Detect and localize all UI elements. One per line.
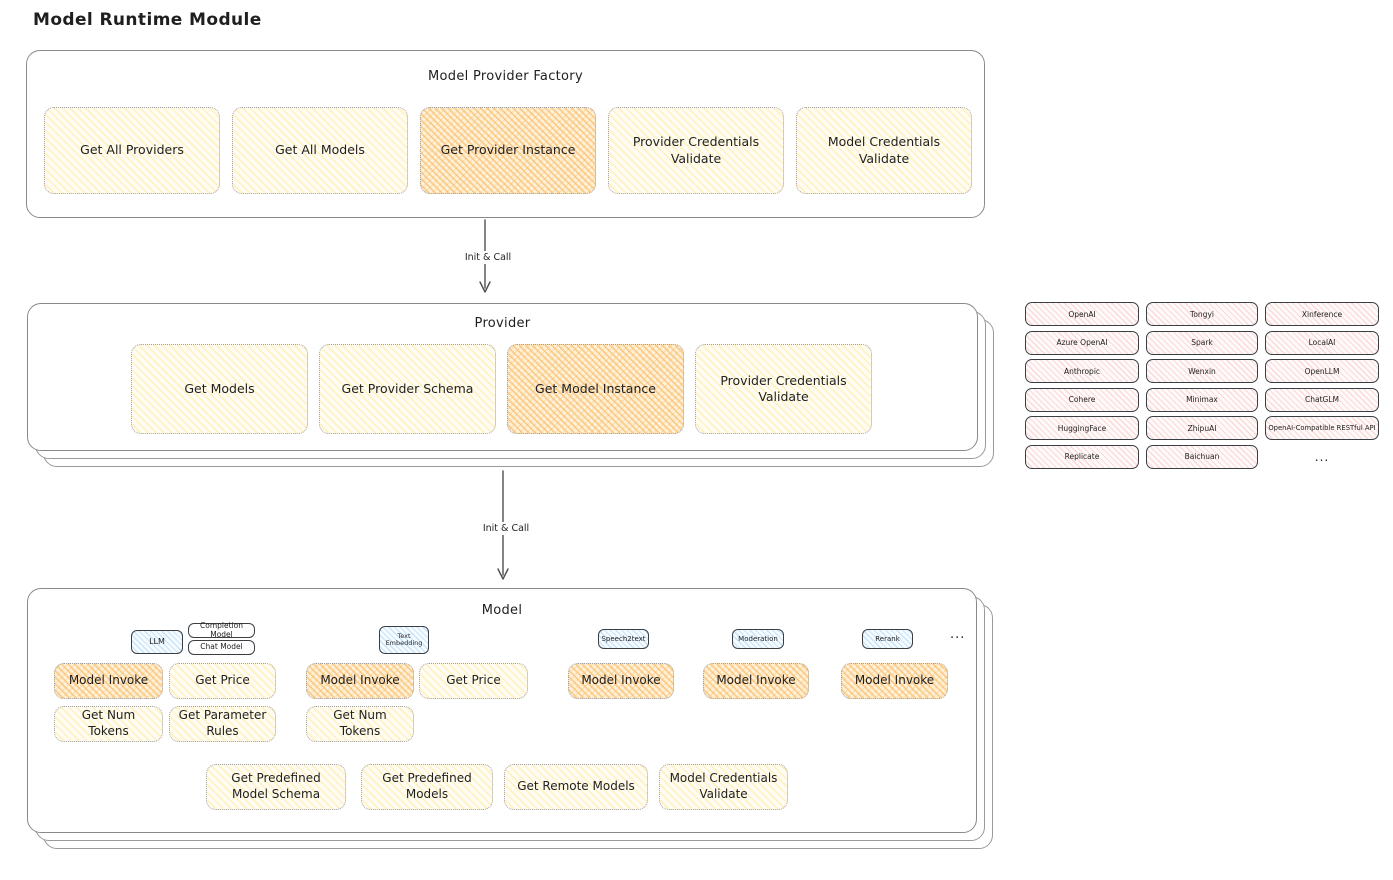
node-llm-model-invoke: Model Invoke [54,663,163,699]
node-get-predefined-model-schema: Get Predefined Model Schema [206,764,346,810]
node-embedding-model-invoke: Model Invoke [306,663,414,699]
provider-chip-replicate: Replicate [1025,444,1139,469]
provider-chip-xinference: Xinference [1265,302,1379,326]
tag-completion-model: Completion Model [188,621,255,638]
provider-chip-chatglm: ChatGLM [1265,387,1379,412]
tag-moderation: Moderation [732,629,784,649]
init-call-label-1: Init & Call [440,251,536,264]
factory-title: Model Provider Factory [428,69,583,84]
node-get-predefined-models: Get Predefined Models [361,764,493,810]
provider-list: OpenAI Tongyi Xinference Azure OpenAI Sp… [1025,302,1379,469]
node-get-models: Get Models [131,344,308,434]
node-rerank-model-invoke: Model Invoke [841,663,948,699]
node-llm-get-parameter-rules: Get Parameter Rules [169,706,276,742]
provider-chip-openai-compatible: OpenAI-Compatible RESTful API [1265,416,1379,440]
tag-llm: LLM [131,630,183,654]
model-tags-ellipsis: ... [950,627,966,642]
provider-chip-spark: Spark [1146,330,1258,355]
provider-chip-baichuan: Baichuan [1146,444,1258,469]
tag-speech2text: Speech2text [598,629,649,649]
node-get-model-instance: Get Model Instance [507,344,684,434]
diagram-title: Model Runtime Module [33,10,262,30]
node-model-credentials-validate-2: Model Credentials Validate [659,764,788,810]
provider-chip-zhipuai: ZhipuAI [1146,416,1258,440]
provider-container: Provider Get Models Get Provider Schema … [27,303,978,451]
provider-chip-openllm: OpenLLM [1265,359,1379,383]
node-get-provider-schema: Get Provider Schema [319,344,496,434]
node-get-provider-instance: Get Provider Instance [420,107,596,194]
node-embedding-get-price: Get Price [419,663,528,699]
provider-chip-azure-openai: Azure OpenAI [1025,330,1139,355]
model-container: Model LLM Completion Model Chat Model Te… [27,588,977,833]
provider-title: Provider [474,316,531,331]
init-call-label-2: Init & Call [458,522,554,535]
node-get-all-providers: Get All Providers [44,107,220,194]
node-provider-credentials-validate: Provider Credentials Validate [608,107,784,194]
node-speech2text-model-invoke: Model Invoke [568,663,674,699]
node-llm-get-num-tokens: Get Num Tokens [54,706,163,742]
provider-chip-tongyi: Tongyi [1146,302,1258,326]
provider-chip-huggingface: HuggingFace [1025,416,1139,440]
node-llm-get-price: Get Price [169,663,276,699]
node-embedding-get-num-tokens: Get Num Tokens [306,706,414,742]
node-provider-credentials-validate-2: Provider Credentials Validate [695,344,872,434]
tag-rerank: Rerank [862,629,913,649]
provider-chip-cohere: Cohere [1025,387,1139,412]
factory-container: Model Provider Factory Get All Providers… [26,50,985,218]
provider-chip-minimax: Minimax [1146,387,1258,412]
node-model-credentials-validate: Model Credentials Validate [796,107,972,194]
provider-list-ellipsis: ... [1314,449,1330,464]
tag-text-embedding: Text Embedding [379,626,429,654]
node-moderation-model-invoke: Model Invoke [703,663,809,699]
node-get-all-models: Get All Models [232,107,408,194]
provider-chip-anthropic: Anthropic [1025,359,1139,383]
tag-chat-model: Chat Model [188,640,255,655]
provider-chip-localai: LocalAI [1265,330,1379,355]
model-title: Model [481,603,523,618]
provider-chip-wenxin: Wenxin [1146,359,1258,383]
provider-chip-openai: OpenAI [1025,302,1139,326]
node-get-remote-models: Get Remote Models [504,764,648,810]
